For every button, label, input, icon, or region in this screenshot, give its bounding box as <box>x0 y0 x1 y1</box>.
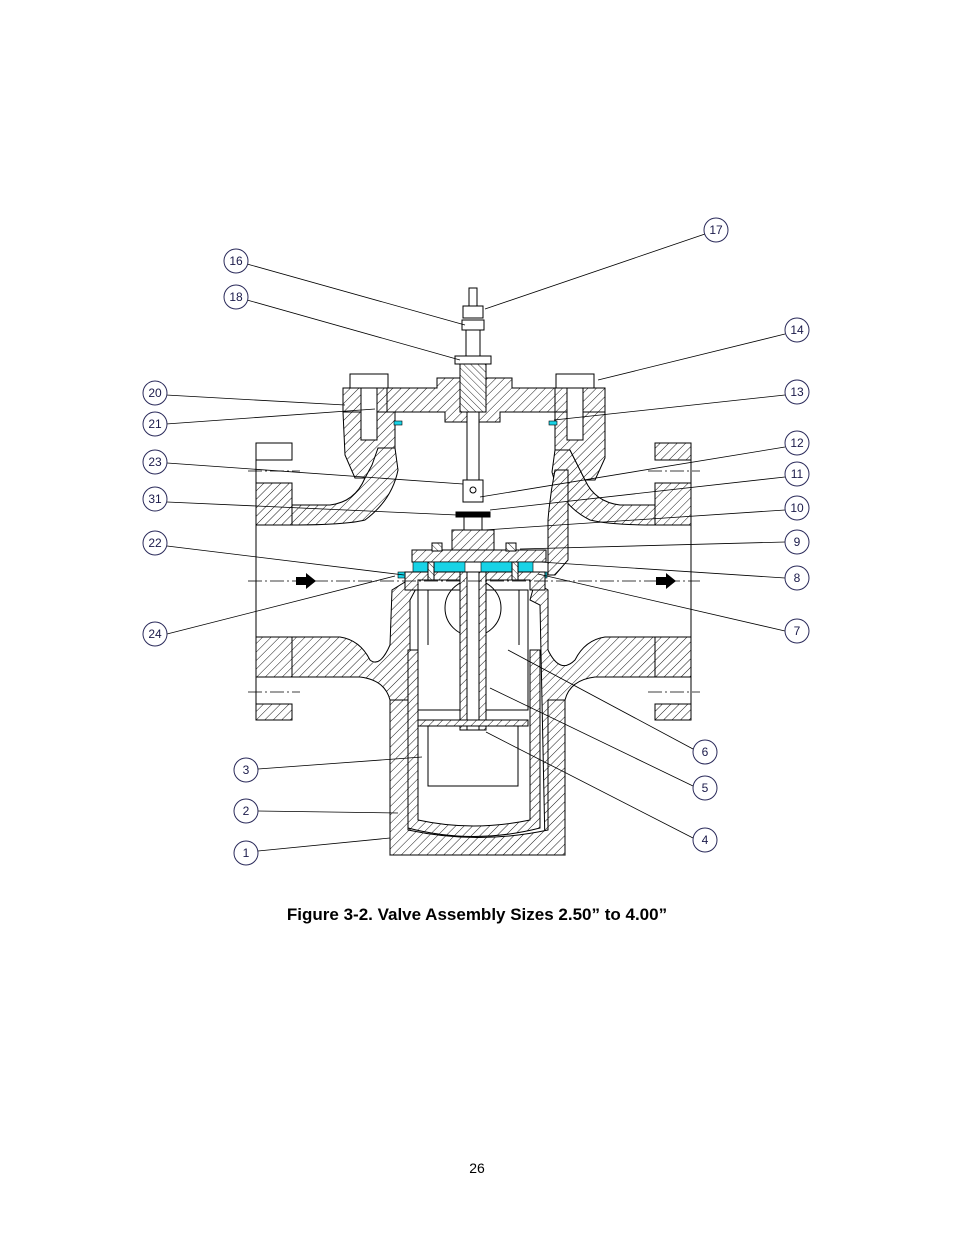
inlet-flange-body-upper <box>255 482 293 526</box>
cap-screw-left <box>431 542 443 552</box>
callout-9: 9 <box>784 529 810 555</box>
callout-20: 20 <box>142 380 168 406</box>
outlet-flow-arrow <box>656 573 676 589</box>
stem-nut-lower <box>461 319 485 331</box>
stem-assembly <box>454 287 492 538</box>
callout-23: 23 <box>142 449 168 475</box>
callout-21: 21 <box>142 411 168 437</box>
outlet-flange-top <box>654 442 692 461</box>
callout-20-label: 20 <box>148 386 162 400</box>
callout-10-label: 10 <box>790 501 804 515</box>
bonnet-seal-right <box>548 420 558 426</box>
packing-nut <box>454 355 492 365</box>
callout-11-label: 11 <box>791 467 804 481</box>
callout-14-label: 14 <box>790 323 804 337</box>
outlet-flange-body-lower <box>654 636 692 678</box>
callout-2-label: 2 <box>243 804 250 818</box>
callout-1: 1 <box>233 840 259 866</box>
callout-1-label: 1 <box>243 846 250 860</box>
seat-plate <box>411 549 547 563</box>
seat-seal-right <box>480 561 534 573</box>
callout-31: 31 <box>142 486 168 512</box>
callout-24-label: 24 <box>148 627 162 641</box>
cage-piston <box>407 571 541 837</box>
seat-disc-assembly <box>397 529 548 591</box>
callout-9-label: 9 <box>794 535 801 549</box>
piston-plate <box>417 719 529 727</box>
figure-caption: Figure 3-2. Valve Assembly Sizes 2.50” t… <box>286 905 668 924</box>
bonnet-seal-left <box>393 420 403 426</box>
seat-bolt-left <box>427 561 435 581</box>
callout-4-label: 4 <box>702 833 709 847</box>
outlet-flange-bottom <box>654 703 692 721</box>
seat-seal-left <box>412 561 466 573</box>
body-lower-left <box>291 581 419 856</box>
callout-18-label: 18 <box>229 290 243 304</box>
callout-22-label: 22 <box>148 536 162 550</box>
cap-screw-right <box>505 542 517 552</box>
callout-17: 17 <box>703 217 729 243</box>
stem-shaft <box>466 411 480 485</box>
callout-23-label: 23 <box>148 455 162 469</box>
callout-18: 18 <box>223 284 249 310</box>
callout-4: 4 <box>692 827 718 853</box>
callout-5: 5 <box>692 775 718 801</box>
body-right-inner-wall <box>547 469 569 576</box>
callout-24: 24 <box>142 621 168 647</box>
callout-3-label: 3 <box>243 763 250 777</box>
callout-13-label: 13 <box>790 385 804 399</box>
callout-16-label: 16 <box>229 254 243 268</box>
callout-13: 13 <box>784 379 810 405</box>
bolt-head-right <box>555 373 595 389</box>
flow-indicators <box>248 470 700 693</box>
callout-7-label: 7 <box>794 624 801 638</box>
stem-collar <box>455 511 491 518</box>
bolt-shank-right <box>566 387 584 441</box>
seat-bolt-right <box>511 561 519 581</box>
callout-12: 12 <box>784 430 810 456</box>
callout-7: 7 <box>784 618 810 644</box>
callout-21-label: 21 <box>148 417 162 431</box>
callout-3: 3 <box>233 757 259 783</box>
piston-cup <box>427 725 519 787</box>
inlet-flange-body-lower <box>255 636 293 678</box>
callout-8-label: 8 <box>794 571 801 585</box>
callout-6-label: 6 <box>702 745 709 759</box>
inlet-flow-arrow <box>296 573 316 589</box>
callout-8: 8 <box>784 565 810 591</box>
body-upper-left-wall <box>291 447 399 526</box>
callouts: 17 16 18 14 20 21 13 12 23 11 31 10 22 9… <box>142 217 810 866</box>
callout-22: 22 <box>142 530 168 556</box>
callout-17-label: 17 <box>709 223 723 237</box>
seat-ring <box>404 571 546 591</box>
piston-rod-core <box>466 571 480 731</box>
callout-14: 14 <box>784 317 810 343</box>
callout-16: 16 <box>223 248 249 274</box>
callout-31-label: 31 <box>148 492 162 506</box>
callout-11: 11 <box>784 461 810 487</box>
bolt-shank-left <box>360 387 378 441</box>
callout-6: 6 <box>692 739 718 765</box>
leader-lines <box>165 233 786 852</box>
clevis-pin <box>469 486 477 494</box>
bolt-head-left <box>349 373 389 389</box>
page-number: 26 <box>469 1160 485 1176</box>
stem-nut-top <box>462 305 484 319</box>
inlet-flange-top <box>255 442 293 461</box>
liner <box>407 649 541 837</box>
callout-10: 10 <box>784 495 810 521</box>
stem-upper <box>465 329 481 357</box>
callout-12-label: 12 <box>790 436 804 450</box>
packing-gland <box>459 363 487 413</box>
inlet-flange-bottom <box>255 703 293 721</box>
callout-5-label: 5 <box>702 781 709 795</box>
callout-2: 2 <box>233 798 259 824</box>
